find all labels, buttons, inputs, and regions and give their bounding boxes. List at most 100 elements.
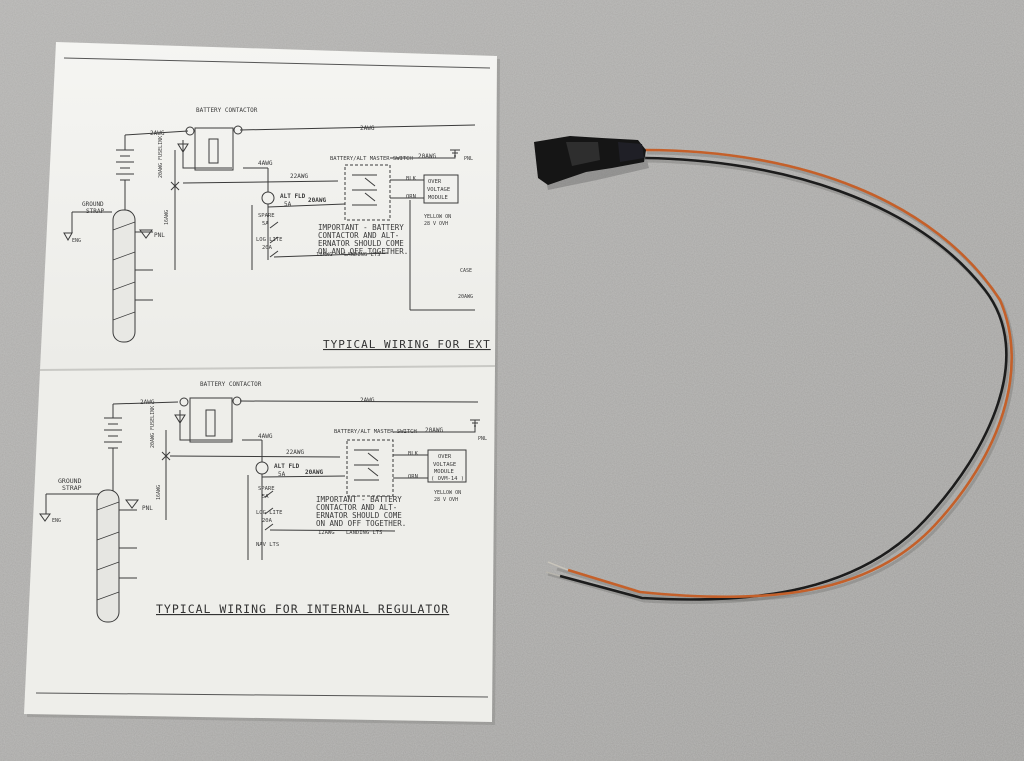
sheet-bottom-panel bbox=[24, 366, 495, 722]
label: GROUND bbox=[82, 201, 104, 208]
label: 20AWG bbox=[418, 153, 436, 160]
label: 12AWG bbox=[318, 530, 335, 536]
master-switch-symbol bbox=[346, 439, 394, 497]
battery-contactor-symbol bbox=[189, 397, 233, 443]
label: BATTERY CONTACTOR bbox=[196, 107, 258, 114]
label: YELLOW ON bbox=[424, 214, 451, 220]
label: STRAP bbox=[86, 208, 104, 215]
label: ORN bbox=[406, 194, 416, 200]
label: LOG LITE bbox=[256, 237, 283, 243]
label: BATTERY/ALT MASTER SWITCH bbox=[330, 156, 413, 162]
stripped-wire-end bbox=[547, 561, 569, 571]
label: 5A bbox=[262, 494, 269, 500]
note-line: IMPORTANT - BATTERY bbox=[318, 223, 404, 232]
label: OVER bbox=[438, 454, 452, 460]
battery-symbol bbox=[116, 135, 134, 212]
note-line: ERNATOR SHOULD COME bbox=[316, 511, 402, 520]
label: 28 V OVH bbox=[424, 221, 448, 227]
label: 2AWG bbox=[360, 125, 375, 132]
label: 2AWG bbox=[140, 399, 155, 406]
master-switch-symbol bbox=[344, 164, 391, 221]
label: NAV LTS bbox=[256, 542, 279, 548]
top-diagram-title: TYPICAL WIRING FOR EXT bbox=[323, 338, 491, 351]
label: 20AWG FUSELINK bbox=[150, 406, 156, 448]
label: MODULE bbox=[428, 195, 448, 201]
label: 16AWG bbox=[156, 485, 162, 500]
over-voltage-module-symbol bbox=[427, 449, 467, 483]
sheet-fold-line bbox=[39, 365, 496, 371]
label: ORN bbox=[408, 474, 418, 480]
note-line: ON AND OFF TOGETHER. bbox=[316, 519, 406, 528]
label: 2AWG bbox=[150, 130, 165, 137]
bottom-diagram-labels: BATTERY CONTACTOR 2AWG 2AWG 20AWG FUSELI… bbox=[52, 381, 487, 616]
bottom-wiring-diagram bbox=[39, 396, 480, 623]
label: BLK bbox=[406, 176, 417, 182]
label: 20AWG bbox=[305, 469, 323, 476]
top-diagram-labels: BATTERY CONTACTOR 2AWG 2AWG 20AWG FUSELI… bbox=[72, 107, 491, 351]
label: 5A bbox=[278, 471, 286, 478]
label: ENG bbox=[72, 238, 81, 244]
label: 12AWG bbox=[316, 252, 333, 258]
label: 22AWG bbox=[290, 173, 308, 180]
label: 20AWG bbox=[458, 294, 473, 300]
label: LOG LITE bbox=[256, 510, 283, 516]
note-line: ERNATOR SHOULD COME bbox=[318, 239, 404, 248]
label: PNL bbox=[142, 505, 153, 512]
label: 5A bbox=[262, 221, 269, 227]
label: 2AWG bbox=[360, 397, 375, 404]
bottom-diagram-title: TYPICAL WIRING FOR INTERNAL REGULATOR bbox=[156, 602, 449, 616]
label: OVER bbox=[428, 179, 442, 185]
ground-strap-cable bbox=[96, 489, 120, 623]
battery-contactor-symbol bbox=[194, 127, 234, 171]
label: BATTERY/ALT MASTER SWITCH bbox=[334, 429, 417, 435]
label: STRAP bbox=[62, 484, 82, 492]
label: LANDING LTS bbox=[344, 252, 380, 258]
label: 20AWG FUSELINK bbox=[158, 136, 164, 178]
sheet-top-border bbox=[63, 57, 491, 69]
battery-symbol bbox=[104, 404, 122, 492]
label: ( OVM-14 ) bbox=[431, 476, 464, 482]
label: PNL bbox=[154, 232, 165, 239]
over-voltage-module-symbol bbox=[423, 174, 459, 204]
label: BLK bbox=[408, 451, 419, 457]
note-line: ON AND OFF TOGETHER. bbox=[318, 247, 408, 256]
label: 4AWG bbox=[258, 433, 273, 440]
over-voltage-module-harness bbox=[534, 136, 1016, 605]
module-highlight bbox=[566, 142, 600, 166]
ground-strap-cable bbox=[112, 209, 136, 343]
label: 16AWG bbox=[164, 210, 170, 225]
label: YELLOW ON bbox=[434, 490, 461, 496]
wiring-instruction-sheet bbox=[24, 42, 500, 725]
label: VOLTAGE bbox=[427, 187, 450, 193]
label: PNL bbox=[478, 436, 487, 442]
label: PNL bbox=[464, 156, 473, 162]
label: MODULE bbox=[434, 469, 454, 475]
note-line: CONTACTOR AND ALT- bbox=[318, 231, 399, 240]
label: 22AWG bbox=[286, 449, 304, 456]
stripped-wire-end bbox=[545, 571, 561, 577]
label: VOLTAGE bbox=[433, 462, 456, 468]
sheet-bottom-border bbox=[35, 692, 489, 698]
label: 20AWG bbox=[308, 197, 326, 204]
label: 4AWG bbox=[258, 160, 273, 167]
orange-wire bbox=[567, 148, 1013, 599]
note-line: CONTACTOR AND ALT- bbox=[316, 503, 397, 512]
label: LANDING LTS bbox=[346, 530, 382, 536]
label: BATTERY CONTACTOR bbox=[200, 381, 262, 388]
label: SPARE bbox=[258, 486, 275, 492]
black-wire bbox=[559, 156, 1008, 601]
label: 20A bbox=[262, 245, 273, 251]
module-heat-shrink bbox=[618, 142, 644, 162]
label: 20A bbox=[262, 518, 273, 524]
note-line: IMPORTANT - BATTERY bbox=[316, 495, 402, 504]
top-wiring-diagram bbox=[63, 124, 476, 343]
label: 28 V OVH bbox=[434, 497, 458, 503]
label: ALT FLD bbox=[274, 463, 300, 470]
label: GROUND bbox=[58, 477, 82, 485]
label: CASE bbox=[460, 268, 472, 274]
label: 5A bbox=[284, 201, 292, 208]
label: ALT FLD bbox=[280, 193, 306, 200]
label: ENG bbox=[52, 518, 61, 524]
label: 20AWG bbox=[425, 427, 443, 434]
